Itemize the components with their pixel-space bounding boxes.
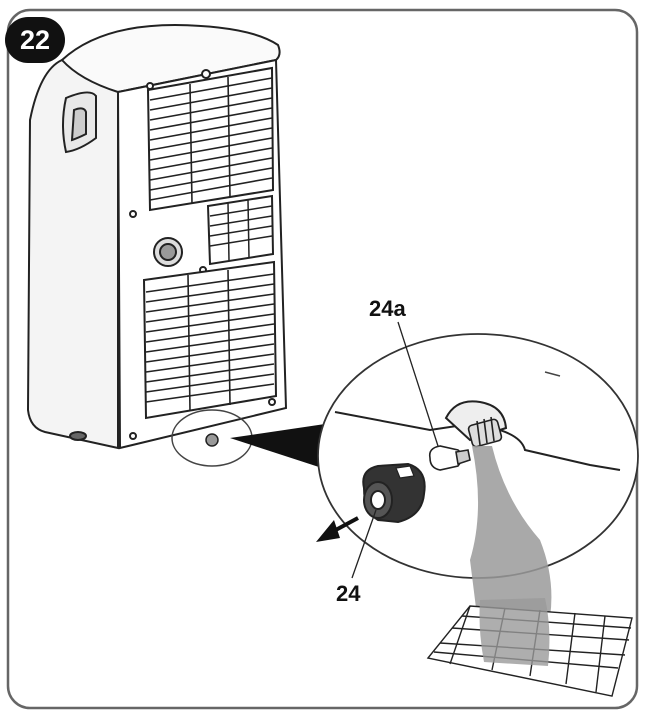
pull-direction-arrow [316,516,359,542]
step-number-badge: 22 [5,17,65,63]
air-conditioner-unit [26,23,288,450]
callout-plug-label: 24a [369,296,406,321]
magnification-cone [230,424,325,468]
magnified-detail [316,321,639,640]
callout-cap-label: 24 [336,581,361,606]
water-stream [470,446,552,640]
